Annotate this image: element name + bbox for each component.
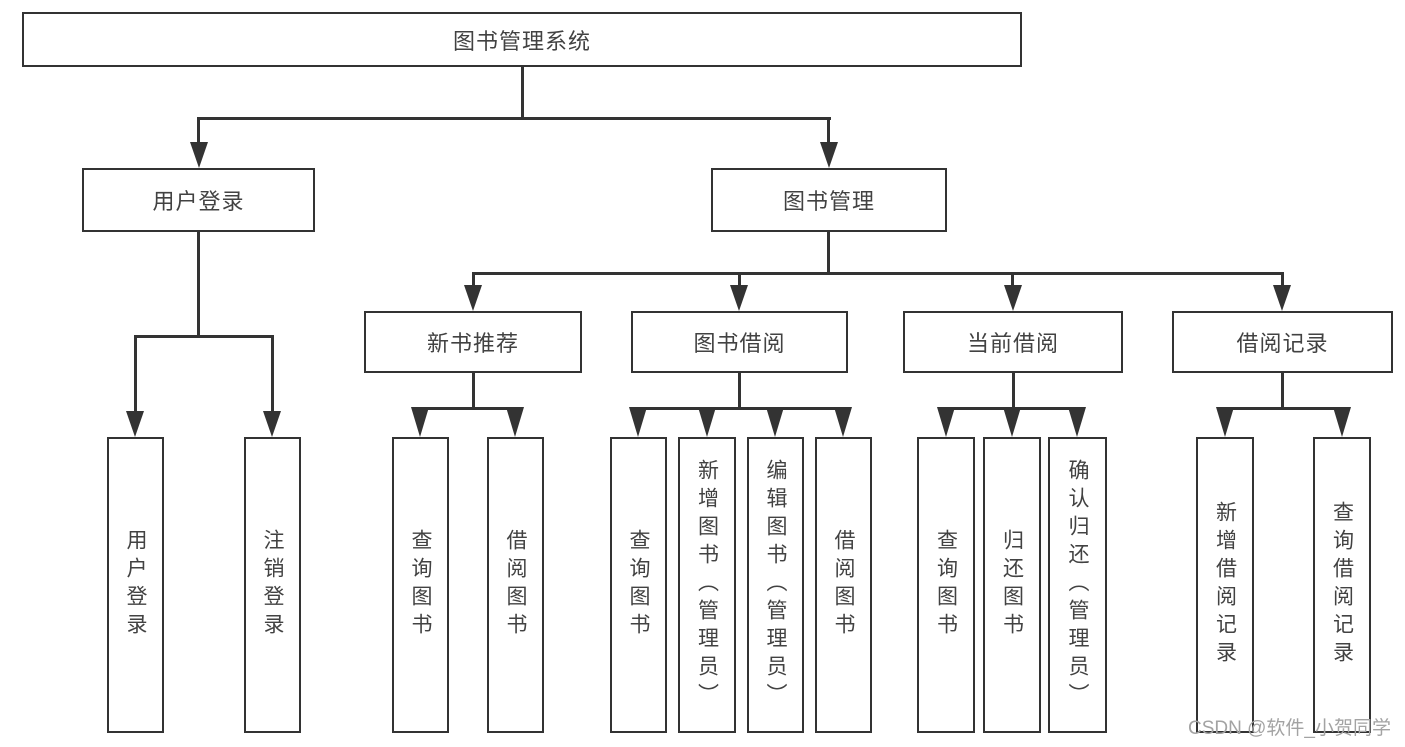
connector-group-d-bar — [1224, 407, 1343, 410]
node-book-management-label: 图书管理 — [782, 189, 875, 214]
node-current-borrowing-label: 当前借阅 — [966, 331, 1059, 356]
connector-group-b-bar — [637, 407, 845, 410]
connector-drop-user-login — [197, 117, 200, 145]
connector-drop-borrowing-records — [1281, 272, 1284, 286]
leaf-user-login-box: 用户登录 — [107, 437, 164, 733]
node-borrowing-records-box: 借阅记录 — [1172, 311, 1393, 373]
connector-group-a-stem — [472, 373, 475, 407]
arrow-down-icon — [820, 142, 838, 168]
leaf-confirm-return-admin-box: 确认归还（管理员） — [1048, 437, 1107, 733]
arrow-down-icon — [937, 407, 955, 437]
leaf-query-borrow-record-label: 查询借阅记录 — [1330, 501, 1354, 669]
leaf-borrowing-borrow-books-label: 借阅图书 — [832, 529, 856, 641]
connector-user-login-bar — [134, 335, 274, 338]
leaf-newbook-query-books-box: 查询图书 — [392, 437, 449, 733]
arrow-down-icon — [464, 285, 482, 311]
arrow-down-icon — [629, 407, 647, 437]
node-current-borrowing-box: 当前借阅 — [903, 311, 1123, 373]
node-user-login-label: 用户登录 — [152, 189, 245, 214]
arrow-down-icon — [1004, 285, 1022, 311]
connector-drop-book-management — [827, 117, 830, 145]
leaf-add-borrow-record-label: 新增借阅记录 — [1213, 501, 1237, 669]
connector-user-login-stem — [197, 232, 200, 336]
connector-level1-bar — [197, 117, 831, 120]
arrow-down-icon — [698, 407, 716, 437]
connector-group-d-stem — [1281, 373, 1284, 407]
arrow-down-icon — [126, 411, 144, 437]
connector-drop-new-book — [472, 272, 475, 286]
arrow-down-icon — [834, 407, 852, 437]
connector-group-c-stem — [1012, 373, 1015, 407]
node-book-borrowing-label: 图书借阅 — [693, 331, 786, 356]
connector-book-management-stem — [827, 232, 830, 273]
connector-drop-leaf-logout — [271, 335, 274, 413]
connector-root-stem — [521, 67, 524, 118]
arrow-down-icon — [730, 285, 748, 311]
csdn-watermark: CSDN @软件_小贺同学 — [1188, 718, 1391, 739]
node-book-borrowing-box: 图书借阅 — [631, 311, 848, 373]
leaf-newbook-borrow-books-box: 借阅图书 — [487, 437, 544, 733]
node-book-management-box: 图书管理 — [711, 168, 947, 232]
leaf-edit-books-admin-box: 编辑图书（管理员） — [747, 437, 804, 733]
node-user-login-box: 用户登录 — [82, 168, 315, 232]
arrow-down-icon — [506, 407, 524, 437]
node-new-book-recommendation-box: 新书推荐 — [364, 311, 582, 373]
leaf-add-borrow-record-box: 新增借阅记录 — [1196, 437, 1254, 733]
leaf-current-query-books-box: 查询图书 — [917, 437, 975, 733]
leaf-return-books-label: 归还图书 — [1000, 529, 1024, 641]
leaf-add-books-admin-label: 新增图书（管理员） — [695, 459, 719, 711]
leaf-confirm-return-admin-label: 确认归还（管理员） — [1066, 459, 1090, 711]
leaf-borrowing-borrow-books-box: 借阅图书 — [815, 437, 872, 733]
leaf-add-books-admin-box: 新增图书（管理员） — [678, 437, 736, 733]
leaf-current-query-books-label: 查询图书 — [934, 529, 958, 641]
connector-level2-bar — [472, 272, 1283, 275]
connector-drop-current-borrowing — [1011, 272, 1014, 286]
leaf-borrowing-query-books-box: 查询图书 — [610, 437, 667, 733]
root-node-box: 图书管理系统 — [22, 12, 1022, 67]
node-borrowing-records-label: 借阅记录 — [1236, 331, 1329, 356]
connector-drop-book-borrowing — [738, 272, 741, 286]
arrow-down-icon — [263, 411, 281, 437]
arrow-down-icon — [1216, 407, 1234, 437]
leaf-borrowing-query-books-label: 查询图书 — [627, 529, 651, 641]
node-new-book-recommendation-label: 新书推荐 — [426, 331, 519, 356]
arrow-down-icon — [1333, 407, 1351, 437]
leaf-logout-label: 注销登录 — [261, 529, 285, 641]
connector-group-b-stem — [738, 373, 741, 407]
arrow-down-icon — [411, 407, 429, 437]
root-node-label: 图书管理系统 — [452, 28, 591, 54]
arrow-down-icon — [190, 142, 208, 168]
leaf-newbook-query-books-label: 查询图书 — [409, 529, 433, 641]
leaf-user-login-label: 用户登录 — [124, 529, 148, 641]
connector-drop-leaf-user-login — [134, 335, 137, 413]
connector-group-a-bar — [419, 407, 517, 410]
arrow-down-icon — [1068, 407, 1086, 437]
arrow-down-icon — [1003, 407, 1021, 437]
leaf-return-books-box: 归还图书 — [983, 437, 1041, 733]
leaf-edit-books-admin-label: 编辑图书（管理员） — [764, 459, 788, 711]
arrow-down-icon — [766, 407, 784, 437]
leaf-newbook-borrow-books-label: 借阅图书 — [504, 529, 528, 641]
leaf-query-borrow-record-box: 查询借阅记录 — [1313, 437, 1371, 733]
arrow-down-icon — [1273, 285, 1291, 311]
leaf-logout-box: 注销登录 — [244, 437, 301, 733]
